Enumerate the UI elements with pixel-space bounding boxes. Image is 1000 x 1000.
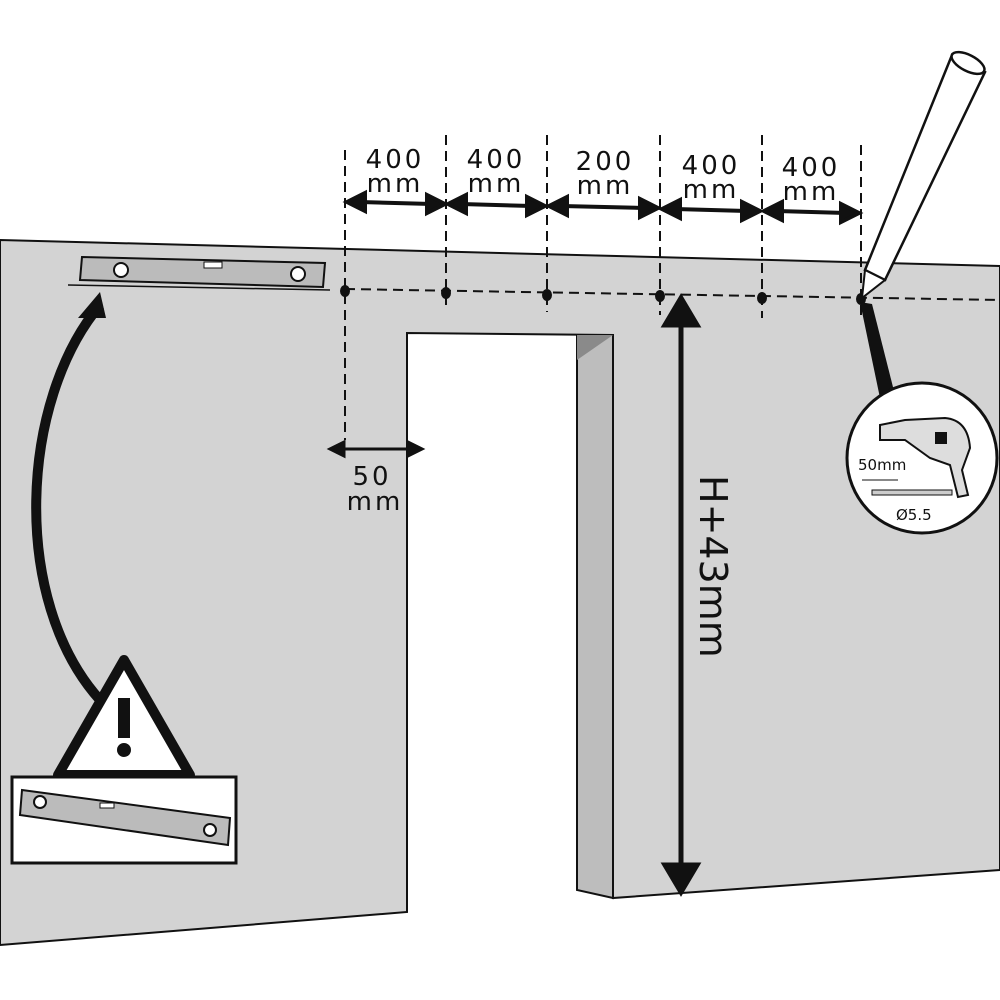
pencil-icon: [860, 50, 987, 301]
spacing-value: 200: [576, 147, 635, 177]
spacing-labels: 400 mm 400 mm 200 mm 400 mm 400 mm: [366, 145, 841, 207]
jamb-shadow: [577, 335, 613, 360]
offset-value: 50: [352, 462, 391, 492]
spacing-unit: mm: [783, 177, 840, 207]
drill-diameter-label: Ø5.5: [896, 506, 932, 524]
spacing-value: 400: [782, 153, 841, 183]
offset-unit: mm: [347, 487, 404, 517]
door-jamb: [576, 334, 614, 900]
drill-icon: [879, 416, 972, 499]
spacing-value: 400: [366, 145, 425, 175]
offset-arrow: [326, 439, 426, 459]
spacing-value: 400: [682, 151, 741, 181]
level-line: [344, 288, 1000, 301]
spacing-unit: mm: [683, 175, 740, 205]
drill-depth-label: 50mm: [858, 456, 906, 474]
spirit-level: [67, 255, 331, 291]
height-label: H+43mm: [691, 475, 735, 658]
spacing-unit: mm: [367, 169, 424, 199]
spacing-arrows: [342, 189, 864, 226]
warning-icon: [53, 655, 195, 780]
drill-detail-circle: 50mm Ø5.5: [845, 381, 999, 535]
spacing-value: 400: [467, 145, 526, 175]
spacing-unit: mm: [468, 169, 525, 199]
drill-bit: [871, 489, 953, 496]
spacing-unit: mm: [577, 171, 634, 201]
height-arrow: [660, 293, 702, 897]
curved-arrow: [31, 301, 104, 704]
level-detail-box: [10, 775, 238, 865]
